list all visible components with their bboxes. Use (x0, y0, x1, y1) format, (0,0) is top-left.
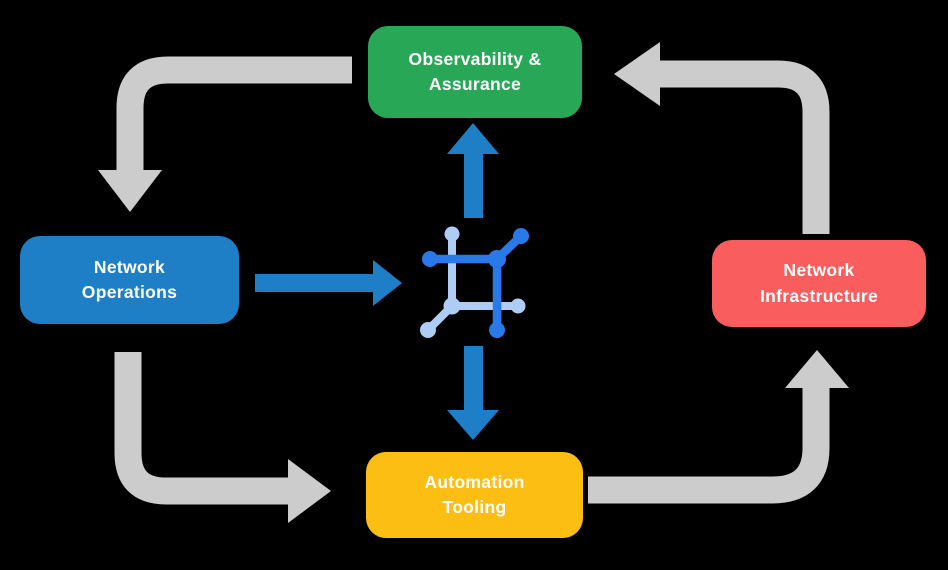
node-observability-assurance: Observability & Assurance (368, 26, 582, 118)
process-arrow-hub-to-tooling (447, 346, 499, 440)
cycle-arrow-operations-to-tooling (114, 352, 331, 523)
network-hub-icon (420, 226, 529, 338)
cycle-arrow-tooling-to-infrastructure (588, 350, 849, 504)
process-arrow-hub-to-observability (447, 123, 499, 218)
process-arrow-operations-to-hub (255, 260, 402, 306)
node-automation-tooling: Automation Tooling (366, 452, 583, 538)
cycle-arrow-infrastructure-to-observability (614, 42, 830, 234)
cycle-arrow-observability-to-operations (98, 56, 352, 212)
hub-icon-dark-branch (422, 228, 529, 338)
node-network-operations: Network Operations (20, 236, 239, 324)
node-network-infrastructure: Network Infrastructure (712, 240, 926, 327)
